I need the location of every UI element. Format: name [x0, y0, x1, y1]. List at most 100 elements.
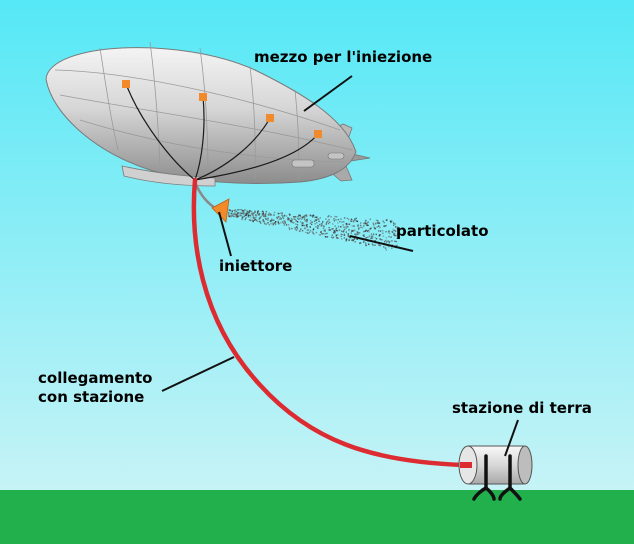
particulate-particle: [353, 238, 355, 241]
particulate-particle: [333, 220, 335, 222]
particulate-particle: [306, 226, 308, 228]
particulate-particle: [303, 218, 306, 220]
particulate-particle: [317, 224, 319, 227]
particulate-particle: [355, 234, 357, 236]
particulate-particle: [365, 242, 367, 244]
particulate-particle: [378, 235, 380, 237]
particulate-particle: [291, 221, 293, 224]
particulate-particle: [229, 215, 231, 217]
particulate-particle: [239, 213, 241, 215]
particulate-particle: [367, 224, 369, 227]
particulate-particle: [315, 226, 317, 228]
particulate-particle: [380, 238, 382, 241]
particulate-particle: [289, 219, 291, 222]
particulate-particle: [296, 224, 299, 226]
particulate-particle: [243, 211, 245, 213]
particulate-particle: [257, 210, 259, 212]
particulate-particle: [307, 232, 309, 235]
particulate-particle: [322, 233, 324, 235]
particulate-particle: [354, 218, 356, 220]
label-tether-line2: con stazione: [38, 388, 145, 406]
particulate-particle: [377, 221, 379, 224]
particulate-particle: [290, 220, 292, 223]
particulate-particle: [253, 217, 255, 220]
particulate-particle: [363, 230, 365, 233]
particulate-particle: [348, 229, 350, 231]
particulate-particle: [236, 214, 239, 216]
particulate-particle: [341, 233, 344, 236]
particulate-particle: [383, 246, 385, 248]
particulate-particle: [340, 230, 343, 232]
particulate-particle: [370, 227, 372, 229]
particulate-particle: [376, 226, 378, 228]
label-particulate: particolato: [396, 222, 489, 240]
particulate-particle: [382, 230, 384, 232]
leader-tether: [161, 356, 235, 392]
particulate-particle: [387, 240, 389, 242]
particulate-particle: [295, 216, 297, 218]
particulate-particle: [292, 222, 295, 224]
particulate-particle: [262, 219, 264, 221]
particulate-particle: [252, 213, 254, 215]
particulate-particle: [244, 218, 246, 221]
particulate-particle: [347, 223, 349, 225]
particulate-particle: [273, 214, 275, 216]
engine-pod: [327, 152, 345, 160]
particulate-particle: [250, 217, 252, 219]
particulate-particle: [237, 212, 239, 214]
particulate-particle: [296, 227, 299, 229]
particulate-particle: [287, 218, 289, 221]
particulate-particle: [234, 209, 237, 211]
particulate-particle: [351, 239, 353, 242]
particulate-particle: [228, 213, 230, 216]
particulate-particle: [379, 244, 381, 247]
particulate-particle: [256, 212, 259, 214]
particulate-particle: [345, 227, 347, 229]
particulate-particle: [328, 215, 330, 217]
particulate-particle: [388, 241, 390, 244]
particulate-particle: [389, 220, 392, 222]
particulate-particle: [385, 224, 387, 227]
particulate-particle: [262, 211, 264, 214]
particulate-particle: [241, 212, 243, 214]
particulate-particle: [354, 219, 356, 221]
particulate-particle: [371, 243, 374, 245]
particulate-particle: [361, 226, 364, 229]
particulate-particle: [375, 222, 377, 224]
particulate-particle: [384, 225, 386, 227]
particulate-particle: [299, 221, 302, 223]
particulate-particle: [319, 234, 321, 236]
particulate-particle: [311, 215, 313, 217]
particulate-particle: [332, 237, 334, 239]
particulate-particle: [272, 223, 274, 226]
leader-vehicle: [303, 75, 353, 112]
particulate-particle: [366, 230, 369, 233]
particulate-particle: [367, 221, 369, 223]
particulate-particle: [306, 220, 308, 223]
particulate-particle: [237, 209, 239, 211]
particulate-particle: [335, 235, 337, 238]
particulate-particle: [316, 222, 318, 224]
particulate-particle: [392, 222, 395, 224]
particulate-particle: [232, 215, 235, 217]
particulate-particle: [312, 216, 314, 218]
particulate-particle: [295, 223, 297, 225]
particulate-particle: [374, 240, 376, 242]
particulate-particle: [288, 217, 290, 220]
particulate-particle: [243, 215, 245, 217]
particulate-particle: [348, 236, 351, 239]
particulate-particle: [335, 234, 338, 236]
particulate-particle: [278, 223, 280, 225]
particulate-particle: [345, 226, 347, 228]
particulate-particle: [330, 216, 332, 218]
particulate-particle: [388, 232, 391, 234]
particulate-particle: [301, 222, 303, 224]
particulate-particle: [341, 221, 343, 223]
particulate-particle: [310, 223, 313, 226]
particulate-particle: [257, 214, 260, 216]
particulate-particle: [284, 222, 286, 224]
particulate-particle: [295, 229, 297, 231]
particulate-particle: [393, 233, 395, 235]
particulate-particle: [282, 216, 284, 218]
particulate-particle: [344, 228, 346, 230]
